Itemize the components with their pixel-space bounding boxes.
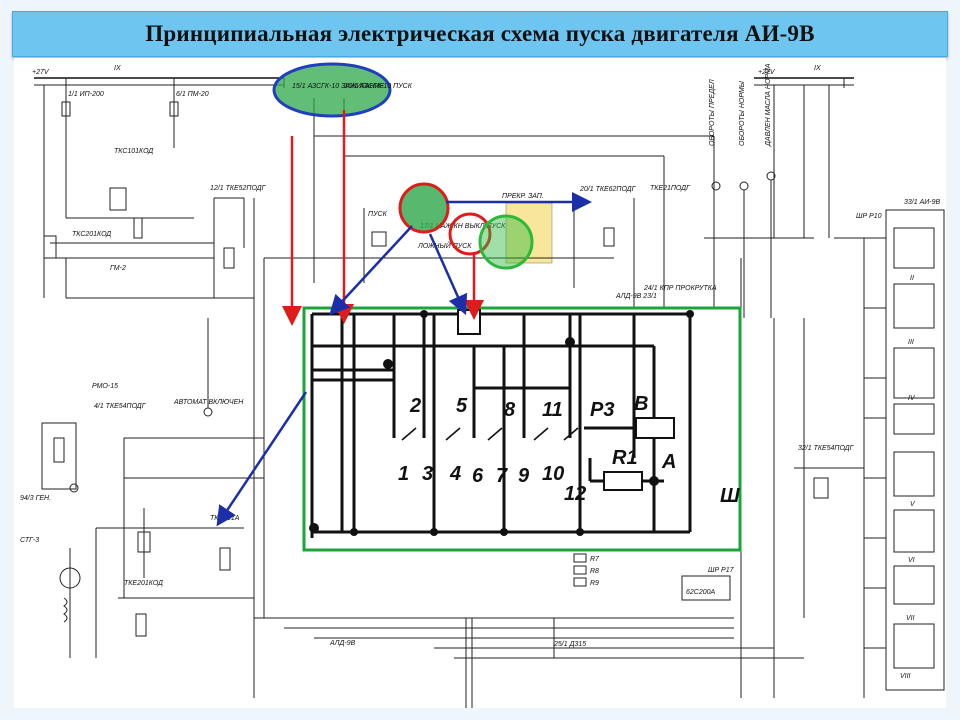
right-power-bus: +27V IX ОБОРОТЫ ПРЕДЕЛ ОБОРОТЫ НОРМЫ ДАВ… <box>704 63 854 318</box>
contact-number-11: 11 <box>542 399 563 421</box>
label-gen: 94/3 ГЕН. <box>20 495 51 502</box>
contact-number-9: 9 <box>518 465 530 487</box>
bus-voltage-left: +27V <box>32 69 50 76</box>
contact-number-3: 3 <box>422 463 433 485</box>
roman-iv: IV <box>908 395 916 402</box>
slide-title: Принципиальная электрическая схема пуска… <box>145 21 815 46</box>
label-azsgk-zazh: 15/1 АЗСГК-10 ЗАЖИГАНИЕ <box>292 83 385 90</box>
pointer-arrows <box>216 110 592 527</box>
label-gm2: ГМ-2 <box>110 265 126 272</box>
roman-iii: III <box>908 339 914 346</box>
contact-number-1: 1 <box>398 463 409 485</box>
roman-v: V <box>910 501 916 508</box>
label-prekr: ПРЕКР. ЗАП. <box>502 193 544 200</box>
enlarged-inset: 2 5 8 11 P3 B 1 3 4 6 7 9 10 12 R1 A Ш <box>302 306 742 552</box>
label-pusk: ПУСК <box>368 211 388 218</box>
highlight-ellipse-azsgk <box>272 62 392 118</box>
label-tks101kod: ТКС101КОД <box>114 148 153 155</box>
label-tke101a: ТКЕ101А <box>210 515 240 522</box>
label-62s200a: 62С200А <box>686 589 716 596</box>
highlight-circle-red <box>448 212 492 256</box>
label-davlenie: ДАВЛЕН МАСЛА НОРМА <box>765 63 772 147</box>
lower-bus: АЛД-9В 25/1 Д315 R7 R8 R9 <box>254 553 804 708</box>
contact-number-4: 4 <box>449 463 461 485</box>
label-ald9v-23: АЛД-9В 23/1 <box>615 293 657 300</box>
label-azsgk-pusk: 16/1 АЗСГК-10 ПУСК <box>344 83 413 90</box>
label-r7: R7 <box>590 556 600 563</box>
label-nazh-kn: 17/1 НАЖ.КН ВЫКЛ ПУСК <box>420 223 506 230</box>
label-tke62podg: 20/1 ТКЕ62ПОДГ <box>579 186 637 193</box>
label-d315: 25/1 Д315 <box>553 641 586 648</box>
label-rmo15: РМО-15 <box>92 383 118 390</box>
label-sh-p17: ШР Р17 <box>708 567 735 574</box>
left-power-bus: +27V IX 1/1 ИП-200 6/1 ПМ-20 <box>32 65 284 298</box>
label-oboroty-normy: ОБОРОТЫ НОРМЫ <box>739 80 746 146</box>
bus-number-left: IX <box>114 65 121 72</box>
label-tke52podg-12: 12/1 ТКЕ52ПОДГ <box>210 185 267 192</box>
label-tks201kod: ТКС201КОД <box>72 231 111 238</box>
schematic-diagram: +27V IX 1/1 ИП-200 6/1 ПМ-20 ТКС101КОД Т… <box>14 58 946 708</box>
contact-number-8: 8 <box>504 399 516 421</box>
label-avtomat: АВТОМАТ ВКЛЮЧЕН <box>173 399 244 406</box>
highlight-circle-nazh <box>398 182 450 234</box>
label-oboroty: ОБОРОТЫ ПРЕДЕЛ <box>709 79 716 146</box>
label-tke201kod: ТКЕ201КОД <box>124 580 163 587</box>
label-a: A <box>661 451 676 473</box>
roman-vii: VII <box>906 615 915 622</box>
connector-block: ШР Р10 33/1 АИ-9В II III IV V VI VII VII… <box>681 199 945 698</box>
label-tke21podg: ТКЕ21ПОДГ <box>650 185 691 192</box>
contact-number-12: 12 <box>564 483 586 505</box>
label-tke54podg-32: 32/1 ТКЕ54ПОДГ <box>798 445 855 452</box>
label-tke54podg: 4/1 ТКЕ54ПОДГ <box>94 403 147 410</box>
contact-number-10: 10 <box>542 463 564 485</box>
roman-viii: VIII <box>900 673 911 680</box>
label-stg3: СТГ-3 <box>20 537 39 544</box>
label-b: B <box>634 393 648 415</box>
bus-voltage-right: +27V <box>758 69 776 76</box>
label-r1: R1 <box>612 447 638 469</box>
label-ip200: 1/1 ИП-200 <box>68 91 104 98</box>
roman-vi: VI <box>908 557 915 564</box>
label-pm20: 6/1 ПМ-20 <box>176 91 209 98</box>
contact-number-5: 5 <box>456 395 468 417</box>
bus-number-right: IX <box>814 65 821 72</box>
label-lozhny-pusk: ЛОЖНЫЙ ПУСК <box>417 241 472 250</box>
label-ald9v: АЛД-9В <box>329 640 356 647</box>
contact-number-6: 6 <box>472 465 484 487</box>
highlight-circle-green <box>478 214 534 270</box>
label-p3: P3 <box>590 399 614 421</box>
label-sh-p10: ШР Р10 <box>856 213 882 220</box>
label-prokrutka: 24/1 КПР ПРОКРУТКА <box>643 285 717 292</box>
left-relays: ТКС101КОД ТКС201КОД ГМ-2 12/1 ТКЕ52ПОДГ <box>43 148 267 698</box>
highlight-callouts: 15/1 АЗСГК-10 ЗАЖИГАНИЕ 16/1 АЗСГК-10 ПУ… <box>272 62 534 270</box>
label-r9: R9 <box>590 580 599 587</box>
title-bar: Принципиальная электрическая схема пуска… <box>12 11 948 57</box>
label-ai9v: 33/1 АИ-9В <box>904 199 940 206</box>
contact-number-2: 2 <box>409 395 421 417</box>
contact-number-7: 7 <box>496 465 508 487</box>
label-sh: Ш <box>720 485 740 507</box>
label-r8: R8 <box>590 568 599 575</box>
roman-ii: II <box>910 275 914 282</box>
